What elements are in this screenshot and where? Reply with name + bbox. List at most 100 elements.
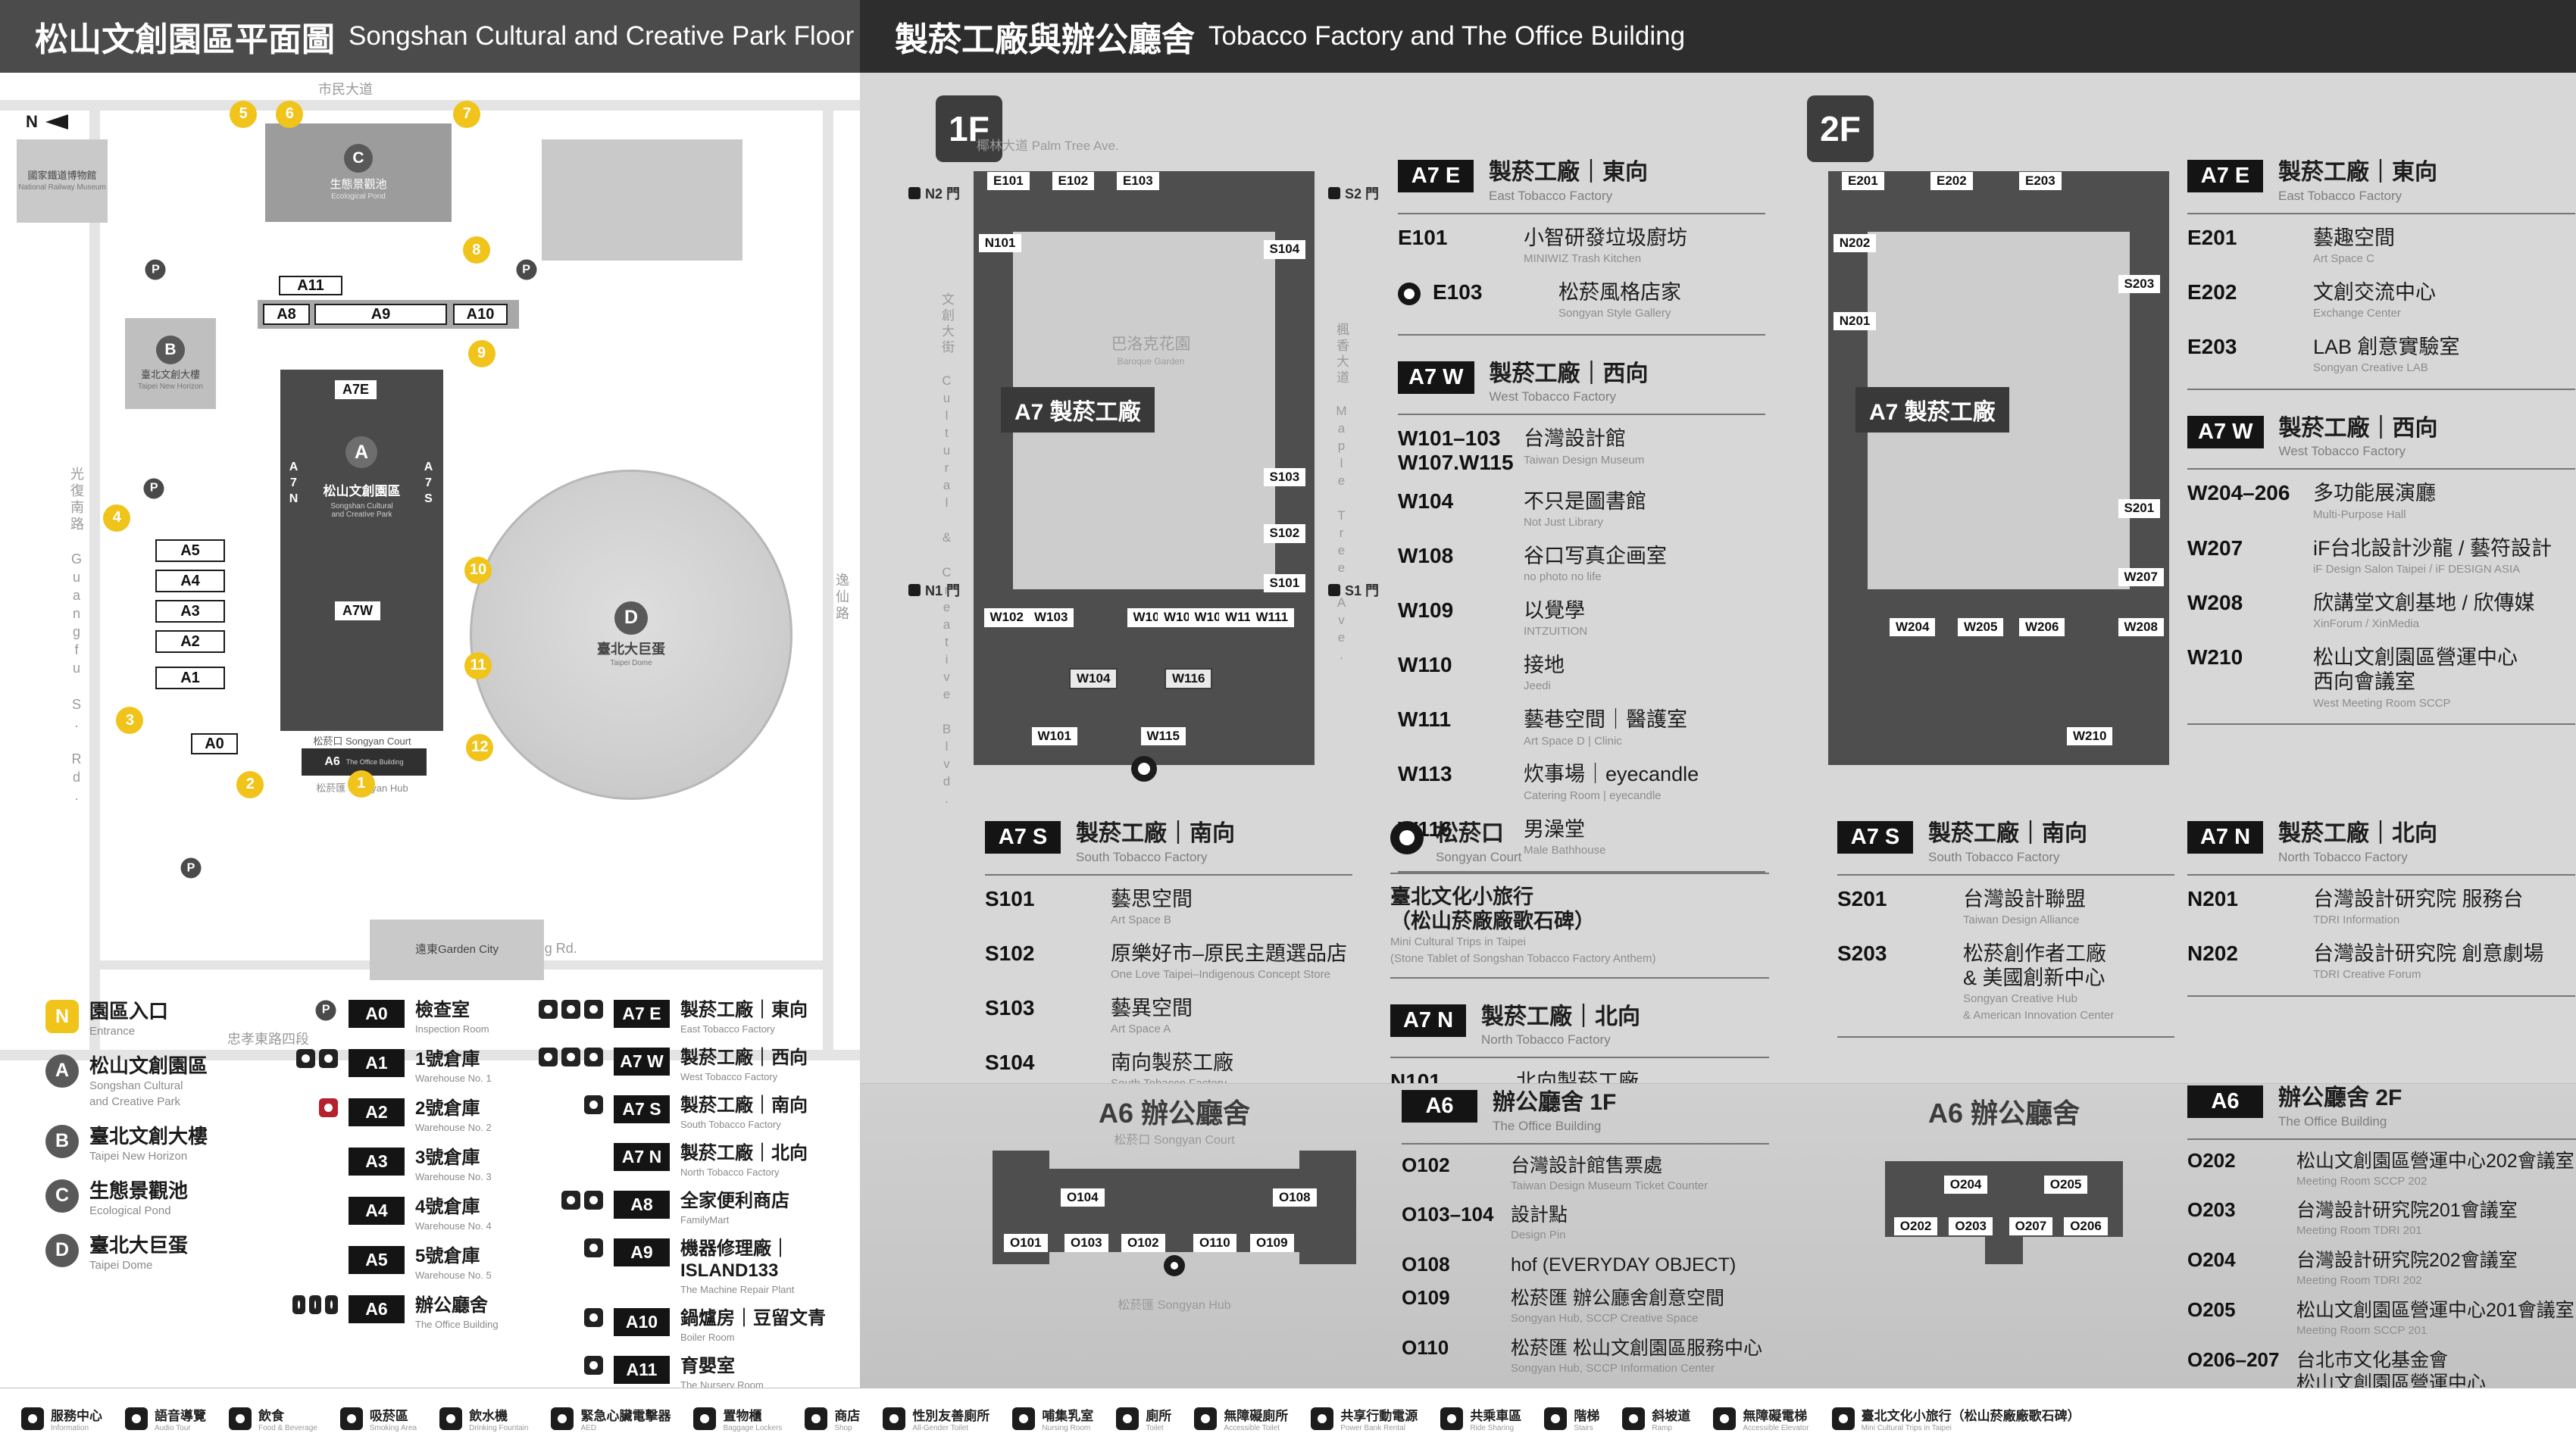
street-right-label: 逸仙路 [834, 573, 849, 623]
room-code: O102 [1402, 1153, 1450, 1176]
court-body-zh: 臺北文化小旅行 [1390, 885, 1533, 908]
facility-item: 無障礙電梯 Accessible Elevator [1713, 1405, 1809, 1432]
legend-building-badge: A4 [349, 1197, 405, 1226]
warehouse-a5-chip: A5 [155, 539, 225, 562]
a6-map-code: A6 [324, 755, 340, 768]
powerbank-icon [1311, 1407, 1334, 1430]
facility-label: 廁所 Toilet [1146, 1409, 1172, 1432]
toilet-icon [292, 1295, 305, 1315]
room-row: W210 松山文創園區營運中心 西向會議室 West Meeting Room … [2187, 645, 2518, 710]
railway-museum-block: 國家鐵道博物館 National Railway Museum [17, 139, 108, 223]
floor-1f-list-east-west: A7 E 製菸工廠｜東向 East Tobacco Factory E101 [1398, 160, 1765, 898]
facility-item: 階梯 Stairs [1544, 1405, 1599, 1432]
entrance-number-badge: 8 [462, 236, 490, 264]
room-chip: W208 [2118, 617, 2164, 637]
facility-label: 飲水機 Drinking Fountain [469, 1409, 529, 1432]
room-chip: W102 [983, 608, 1030, 627]
room-chip: E101 [987, 171, 1030, 190]
room-code: O206–207 [2187, 1348, 2280, 1371]
room-chip: S101 [1263, 574, 1306, 593]
facility-item: 飲食 Food & Beverage [229, 1405, 317, 1432]
room-chip: O203 [1949, 1216, 1993, 1235]
baroque-garden-label: 巴洛克花園 Baroque Garden [1111, 336, 1191, 367]
facility-item: 商店 Shop [805, 1405, 860, 1432]
garden-city-label: 遠東Garden City [414, 943, 499, 957]
a6-office-map-block: A6 The Office Building [302, 748, 427, 776]
room-chip: S102 [1263, 524, 1306, 543]
room-list: W204–206 多功能展演廳 Multi-Purpose Hall W20 [2187, 474, 2575, 717]
legend-row-icons [530, 1238, 603, 1258]
room-chip: W116 [1165, 667, 1213, 690]
room-row: W104 不只是圖書館 Not Just Library [1398, 489, 1646, 529]
a7s-section-badge: A7 S [1837, 821, 1913, 854]
room-code: E103 [1433, 279, 1483, 304]
room-chip: S104 [1263, 240, 1306, 259]
room-chip: O108 [1273, 1188, 1317, 1207]
room-row: W116 男澡堂 Male Bathhouse [1398, 817, 1606, 857]
room-list: E201 藝趣空間 Art Space C E202 文創交流中心 Exchan [2187, 219, 2575, 383]
food-icon [584, 1000, 603, 1019]
food-icon [229, 1407, 252, 1430]
room-code: O103–104 [1402, 1203, 1494, 1226]
room-code: W207 [2187, 536, 2243, 560]
north-label: N [26, 112, 38, 131]
room-code: W204–206 [2187, 481, 2290, 505]
room-chip: E203 [2019, 171, 2062, 190]
room-code: O108 [1402, 1253, 1450, 1276]
entrance-number-badge: 9 [467, 339, 496, 367]
garden-city-block: 遠東Garden City [370, 920, 544, 980]
a6-section-badge: A6 [2187, 1085, 2263, 1118]
legend-place-b: B 臺北文創大樓 Taipei New Horizon [45, 1124, 295, 1164]
d-badge: D [614, 601, 648, 635]
room-chip: E102 [1052, 171, 1095, 190]
legend-row-icons [530, 1000, 603, 1019]
room-row: N202 台灣設計研究院 創意劇場 TDRI Creative Forum [2187, 941, 2544, 982]
legend-building-badge: A8 [614, 1191, 670, 1219]
room-chip: O207 [2009, 1216, 2053, 1235]
building-a9-chip: A9 [314, 304, 447, 325]
room-chip: W204 [1890, 617, 1936, 637]
facility-item: 飲水機 Drinking Fountain [439, 1405, 528, 1432]
room-chip: W111 [1249, 608, 1295, 627]
entrance-number-badge: 2 [236, 770, 264, 798]
room-list: E101 小智研發垃圾廚坊 MINIWIZ Trash Kitchen [1398, 219, 1765, 328]
a7w-section-badge: A7 W [2187, 415, 2264, 448]
room-code: S201 [1837, 886, 1887, 910]
legend-place-c: C 生態景觀池 Ecological Pond [45, 1179, 295, 1219]
pond-c-badge: C [344, 143, 373, 173]
legend-building-row: A3 3號倉庫 Warehouse No. 3 [292, 1148, 527, 1183]
room-list: S101 藝思空間 Art Space B S102 原樂好市–原民主題選品店 [985, 880, 1352, 1099]
legend-building-badge: A11 [614, 1356, 670, 1385]
warehouse-a4-chip: A4 [155, 570, 225, 592]
room-chip: O202 [1893, 1216, 1938, 1235]
facility-label: 服務中心 Information [51, 1409, 102, 1432]
room-code: N202 [2187, 941, 2238, 965]
legend-building-row: A7 N 製菸工廠｜北向 North Tobacco Factory [530, 1143, 856, 1179]
floor-1f-plan: 椰林大道 Palm Tree Ave. 文創大街 Cultural & Crea… [925, 139, 1379, 809]
room-chip: W103 [1028, 608, 1074, 627]
songyan-hub-label: 松菸匯 Songyan Hub [1118, 1299, 1231, 1312]
parking-icon: P [145, 259, 166, 280]
left-title-en: Songshan Cultural and Creative Park Floo… [349, 21, 915, 51]
tobacco-factory-building: A7E A7N A7S A 松山文創園區 Songshan Cultural a… [280, 370, 443, 731]
legend-building-row: A0 檢查室 Inspection Room [292, 1000, 527, 1035]
room-code: E101 [1398, 225, 1448, 249]
walk-icon [539, 1048, 558, 1067]
park-name-label: 松山文創園區 Songshan Cultural and Creative Pa… [323, 484, 401, 519]
a6-map-en: The Office Building [345, 758, 404, 766]
facility-label: 階梯 Stairs [1574, 1409, 1600, 1432]
legend-row-icons [530, 1191, 603, 1210]
songyan-court-walker-icon [1131, 756, 1157, 782]
accessible-icon [308, 1295, 322, 1315]
room-row: W207 iF台北設計沙龍 / 藝符設計 iF Design Salon Tai… [2187, 536, 2552, 576]
palm-tree-ave-label: 椰林大道 Palm Tree Ave. [977, 139, 1119, 153]
room-chip: E103 [1117, 171, 1159, 190]
room-code: O204 [2187, 1248, 2236, 1271]
floor-2f-badge: 2F [1807, 95, 1874, 162]
facility-label: 共享行動電源 Power Bank Rental [1340, 1409, 1418, 1432]
room-code: S104 [985, 1050, 1035, 1074]
section-1f-east: A7 E 製菸工廠｜東向 East Tobacco Factory E101 [1398, 160, 1765, 336]
a-badge: A [345, 436, 377, 468]
a7-factory-label-2f: A7 製菸工廠 [1855, 386, 2009, 433]
